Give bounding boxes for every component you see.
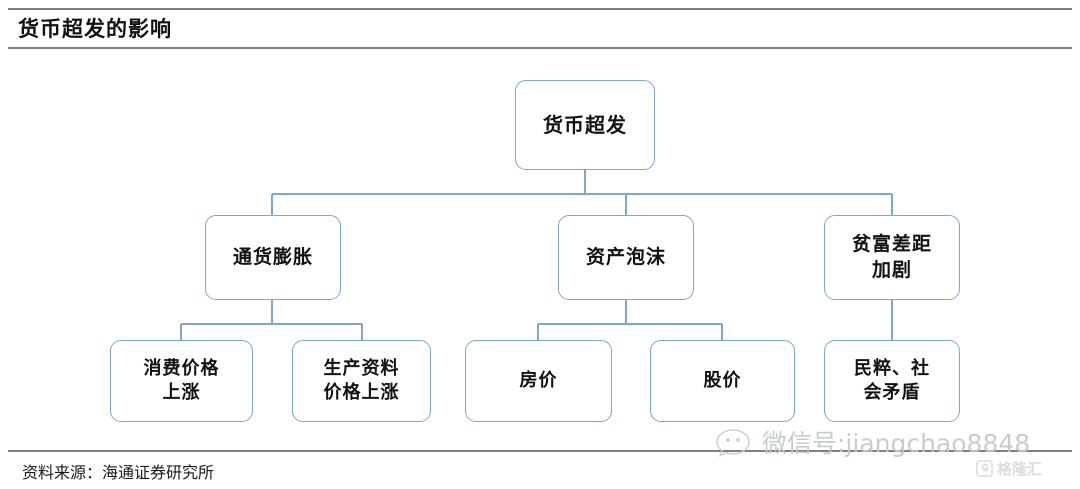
node-asset-bubble[interactable]: 资产泡沫 bbox=[558, 215, 694, 300]
node-stock-price[interactable]: 股价 bbox=[650, 340, 795, 422]
node-root-monetary-overissuance[interactable]: 货币超发 bbox=[515, 80, 655, 170]
footer-rule bbox=[8, 450, 1072, 452]
wechat-id-text: 微信号:jiangchao8848 bbox=[762, 429, 1031, 458]
title-rule-top bbox=[8, 8, 1072, 10]
brand-logo: 格隆汇 bbox=[976, 458, 1042, 479]
node-label: 消费价格 上涨 bbox=[143, 358, 220, 403]
node-label: 资产泡沫 bbox=[585, 245, 666, 268]
brand-name-text: 格隆汇 bbox=[997, 460, 1043, 478]
node-label: 生产资料 价格上涨 bbox=[323, 358, 400, 403]
title-rule-bottom bbox=[8, 47, 1072, 49]
footer: 资料来源：海通证券研究所 bbox=[0, 437, 1080, 489]
wechat-watermark: 微信号:jiangchao8848 bbox=[712, 424, 1030, 460]
node-producer-goods-price-rise[interactable]: 生产资料 价格上涨 bbox=[292, 340, 431, 422]
node-label: 通货膨胀 bbox=[232, 245, 313, 268]
page-title: 货币超发的影响 bbox=[18, 16, 172, 41]
wechat-icon bbox=[716, 429, 750, 458]
g-box-icon bbox=[976, 460, 993, 477]
source-note: 资料来源：海通证券研究所 bbox=[22, 463, 215, 482]
connector-layer bbox=[179, 170, 894, 340]
node-label: 房价 bbox=[519, 370, 558, 392]
node-populism-social-conflict[interactable]: 民粹、社 会矛盾 bbox=[824, 340, 960, 422]
node-house-price[interactable]: 房价 bbox=[465, 340, 612, 422]
node-label: 货币超发 bbox=[543, 112, 627, 137]
node-wealth-gap[interactable]: 贫富差距 加剧 bbox=[824, 215, 960, 300]
node-consumer-price-rise[interactable]: 消费价格 上涨 bbox=[110, 340, 253, 422]
org-chart-diagram: 货币超发 通货膨胀 资产泡沫 贫富差距 加剧 消费价格 上涨 生产资料 价格上涨… bbox=[0, 52, 1080, 437]
node-inflation[interactable]: 通货膨胀 bbox=[205, 215, 341, 300]
title-bar: 货币超发的影响 bbox=[0, 0, 1080, 52]
node-label: 民粹、社 会矛盾 bbox=[854, 358, 930, 403]
node-label: 股价 bbox=[703, 370, 742, 392]
node-label: 贫富差距 加剧 bbox=[851, 233, 932, 281]
